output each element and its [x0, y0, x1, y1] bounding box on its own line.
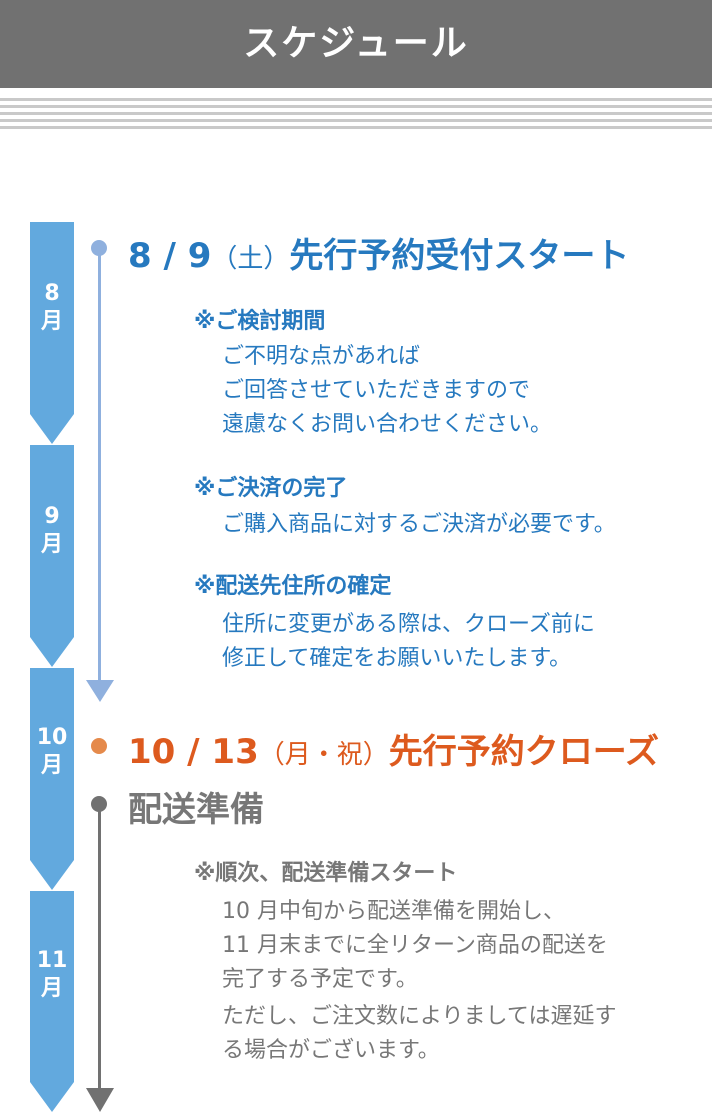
- note-body: 10 月中旬から配送準備を開始し、 11 月末までに全リターン商品の配送を完了する…: [222, 895, 608, 997]
- note-line: 住所に変更がある際は、クローズ前に: [222, 612, 595, 637]
- month-suffix: 月: [40, 532, 63, 557]
- month-suffix: 月: [40, 753, 63, 778]
- event-date: 8 / 9: [128, 236, 212, 276]
- note-heading: ※順次、配送準備スタート: [194, 861, 458, 886]
- note-line: 10 月中旬から配送準備を開始し、: [222, 899, 565, 924]
- event-title: 先行予約クローズ: [388, 732, 660, 772]
- event-shipping-prep: 配送準備: [128, 790, 264, 830]
- arrow-down-icon: [86, 1088, 114, 1112]
- note-line: ご不明な点があれば: [222, 344, 421, 369]
- note-line: 完了する予定です。: [222, 967, 418, 992]
- note-line: る場合がございます。: [222, 1038, 440, 1063]
- timeline-line-blue: [98, 250, 101, 686]
- note-line: 修正して確定をお願いいたします。: [222, 646, 572, 671]
- arrow-down-icon: [86, 680, 114, 702]
- note-line: 11 月末までに全リターン商品の配送を: [222, 933, 608, 958]
- month-number: 10: [36, 725, 68, 750]
- month-suffix: 月: [40, 309, 63, 334]
- event-preorder-start: 8 / 9（土）先行予約受付スタート: [128, 228, 629, 277]
- note-heading: ※ご検討期間: [194, 309, 326, 334]
- note-body-extra: ただし、ご注文数によりましては遅延する場合がございます。: [222, 1000, 616, 1068]
- event-preorder-close: 10 / 13（月・祝）先行予約クローズ: [128, 724, 659, 773]
- month-november: 11 月: [30, 891, 74, 1112]
- note-line: ご購入商品に対するご決済が必要です。: [222, 512, 616, 537]
- month-october: 10 月: [30, 668, 74, 890]
- page-header: スケジュール: [0, 0, 712, 88]
- note-heading: ※ご決済の完了: [194, 476, 348, 501]
- note-body: ご購入商品に対するご決済が必要です。: [222, 508, 616, 542]
- note-line: ただし、ご注文数によりましては遅延す: [222, 1004, 617, 1029]
- event-title: 先行予約受付スタート: [289, 236, 630, 276]
- month-number: 9: [44, 504, 60, 529]
- note-body: ご不明な点があればご回答させていただきますので遠慮なくお問い合わせください。: [222, 340, 552, 442]
- event-date: 10 / 13: [128, 732, 259, 772]
- event-day: （土）: [211, 244, 290, 274]
- note-line: 遠慮なくお問い合わせください。: [222, 412, 553, 437]
- timeline-dot-blue: [91, 240, 107, 256]
- timeline-dot-orange: [91, 738, 107, 754]
- month-number: 8: [44, 281, 60, 306]
- month-number: 11: [36, 948, 68, 973]
- month-suffix: 月: [40, 976, 63, 1001]
- page-title: スケジュール: [243, 23, 469, 64]
- note-line: ご回答させていただきますので: [222, 378, 531, 403]
- note-body: 住所に変更がある際は、クローズ前に修正して確定をお願いいたします。: [222, 608, 595, 676]
- timeline-line-gray: [98, 806, 101, 1090]
- decorative-stripes: [0, 94, 712, 130]
- timeline-dot-gray: [91, 796, 107, 812]
- note-heading: ※配送先住所の確定: [194, 574, 392, 599]
- event-day: （月・祝）: [258, 740, 389, 770]
